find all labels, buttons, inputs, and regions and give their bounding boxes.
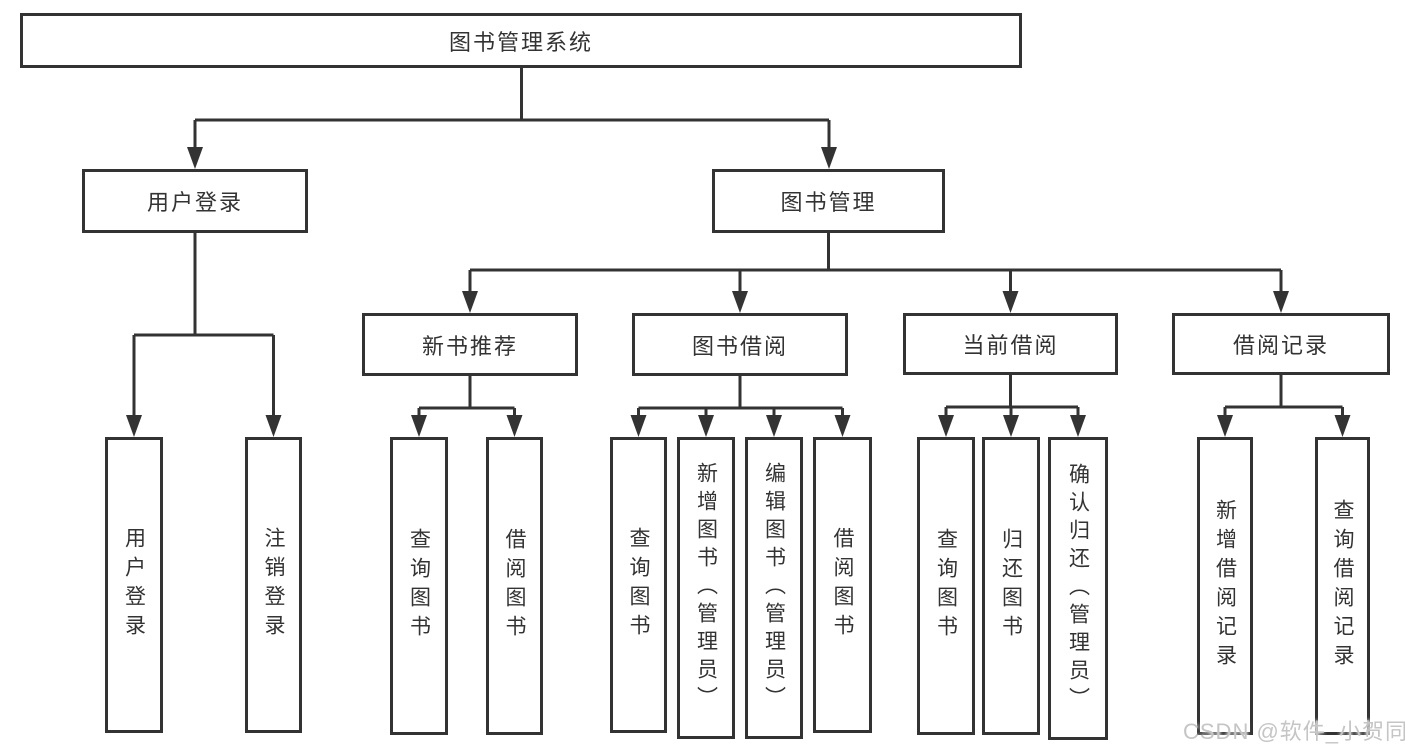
- node-current-borrowing: 当前借阅: [903, 313, 1118, 375]
- leaf-confirm-return-admin-label: 确认归还（管理员）: [1066, 462, 1090, 715]
- node-current-borrowing-label: 当前借阅: [962, 333, 1059, 358]
- leaf-return-books-label: 归还图书: [999, 528, 1023, 644]
- node-new-book-recommendation-label: 新书推荐: [421, 333, 518, 359]
- leaf-borrowing-query-books: 查询图书: [610, 437, 667, 733]
- leaf-user-login-label: 用户登录: [122, 527, 146, 643]
- node-book-borrowing-label: 图书借阅: [691, 333, 788, 359]
- leaf-user-login: 用户登录: [105, 437, 163, 733]
- leaf-logout-label: 注销登录: [262, 527, 285, 643]
- leaf-borrow-books: 借阅图书: [813, 437, 872, 733]
- leaf-current-query-books: 查询图书: [917, 437, 975, 735]
- node-book-borrowing: 图书借阅: [632, 313, 848, 376]
- csdn-watermark: CSDN @软件_小贺同学: [1183, 719, 1405, 744]
- leaf-edit-books-admin: 编辑图书（管理员）: [745, 437, 803, 739]
- leaf-add-borrow-record-label: 新增借阅记录: [1213, 499, 1237, 673]
- leaf-confirm-return-admin: 确认归还（管理员）: [1048, 437, 1108, 740]
- node-new-book-recommendation: 新书推荐: [362, 313, 578, 376]
- leaf-current-query-books-label: 查询图书: [934, 528, 958, 644]
- leaf-query-borrow-record: 查询借阅记录: [1315, 437, 1370, 735]
- leaf-recommend-borrow-books: 借阅图书: [486, 437, 543, 735]
- node-user-login: 用户登录: [82, 169, 308, 233]
- leaf-add-books-admin-label: 新增图书（管理员）: [694, 462, 718, 714]
- node-user-login-label: 用户登录: [146, 190, 243, 215]
- leaf-borrow-books-label: 借阅图书: [831, 527, 854, 643]
- node-library-management-system-label: 图书管理系统: [448, 29, 593, 55]
- node-borrowing-records-label: 借阅记录: [1232, 333, 1329, 358]
- leaf-recommend-borrow-books-label: 借阅图书: [503, 528, 526, 644]
- leaf-add-books-admin: 新增图书（管理员）: [677, 437, 735, 739]
- leaf-logout: 注销登录: [245, 437, 302, 733]
- leaf-recommend-query-books-label: 查询图书: [407, 528, 431, 644]
- leaf-recommend-query-books: 查询图书: [390, 437, 448, 735]
- leaf-add-borrow-record: 新增借阅记录: [1197, 437, 1253, 735]
- leaf-query-borrow-record-label: 查询借阅记录: [1331, 499, 1354, 673]
- node-borrowing-records: 借阅记录: [1172, 313, 1390, 375]
- node-library-management-system: 图书管理系统: [20, 13, 1022, 68]
- leaf-edit-books-admin-label: 编辑图书（管理员）: [762, 462, 786, 714]
- leaf-return-books: 归还图书: [982, 437, 1040, 735]
- node-book-management-label: 图书管理: [780, 190, 877, 215]
- node-book-management: 图书管理: [712, 169, 945, 233]
- leaf-borrowing-query-books-label: 查询图书: [627, 527, 650, 643]
